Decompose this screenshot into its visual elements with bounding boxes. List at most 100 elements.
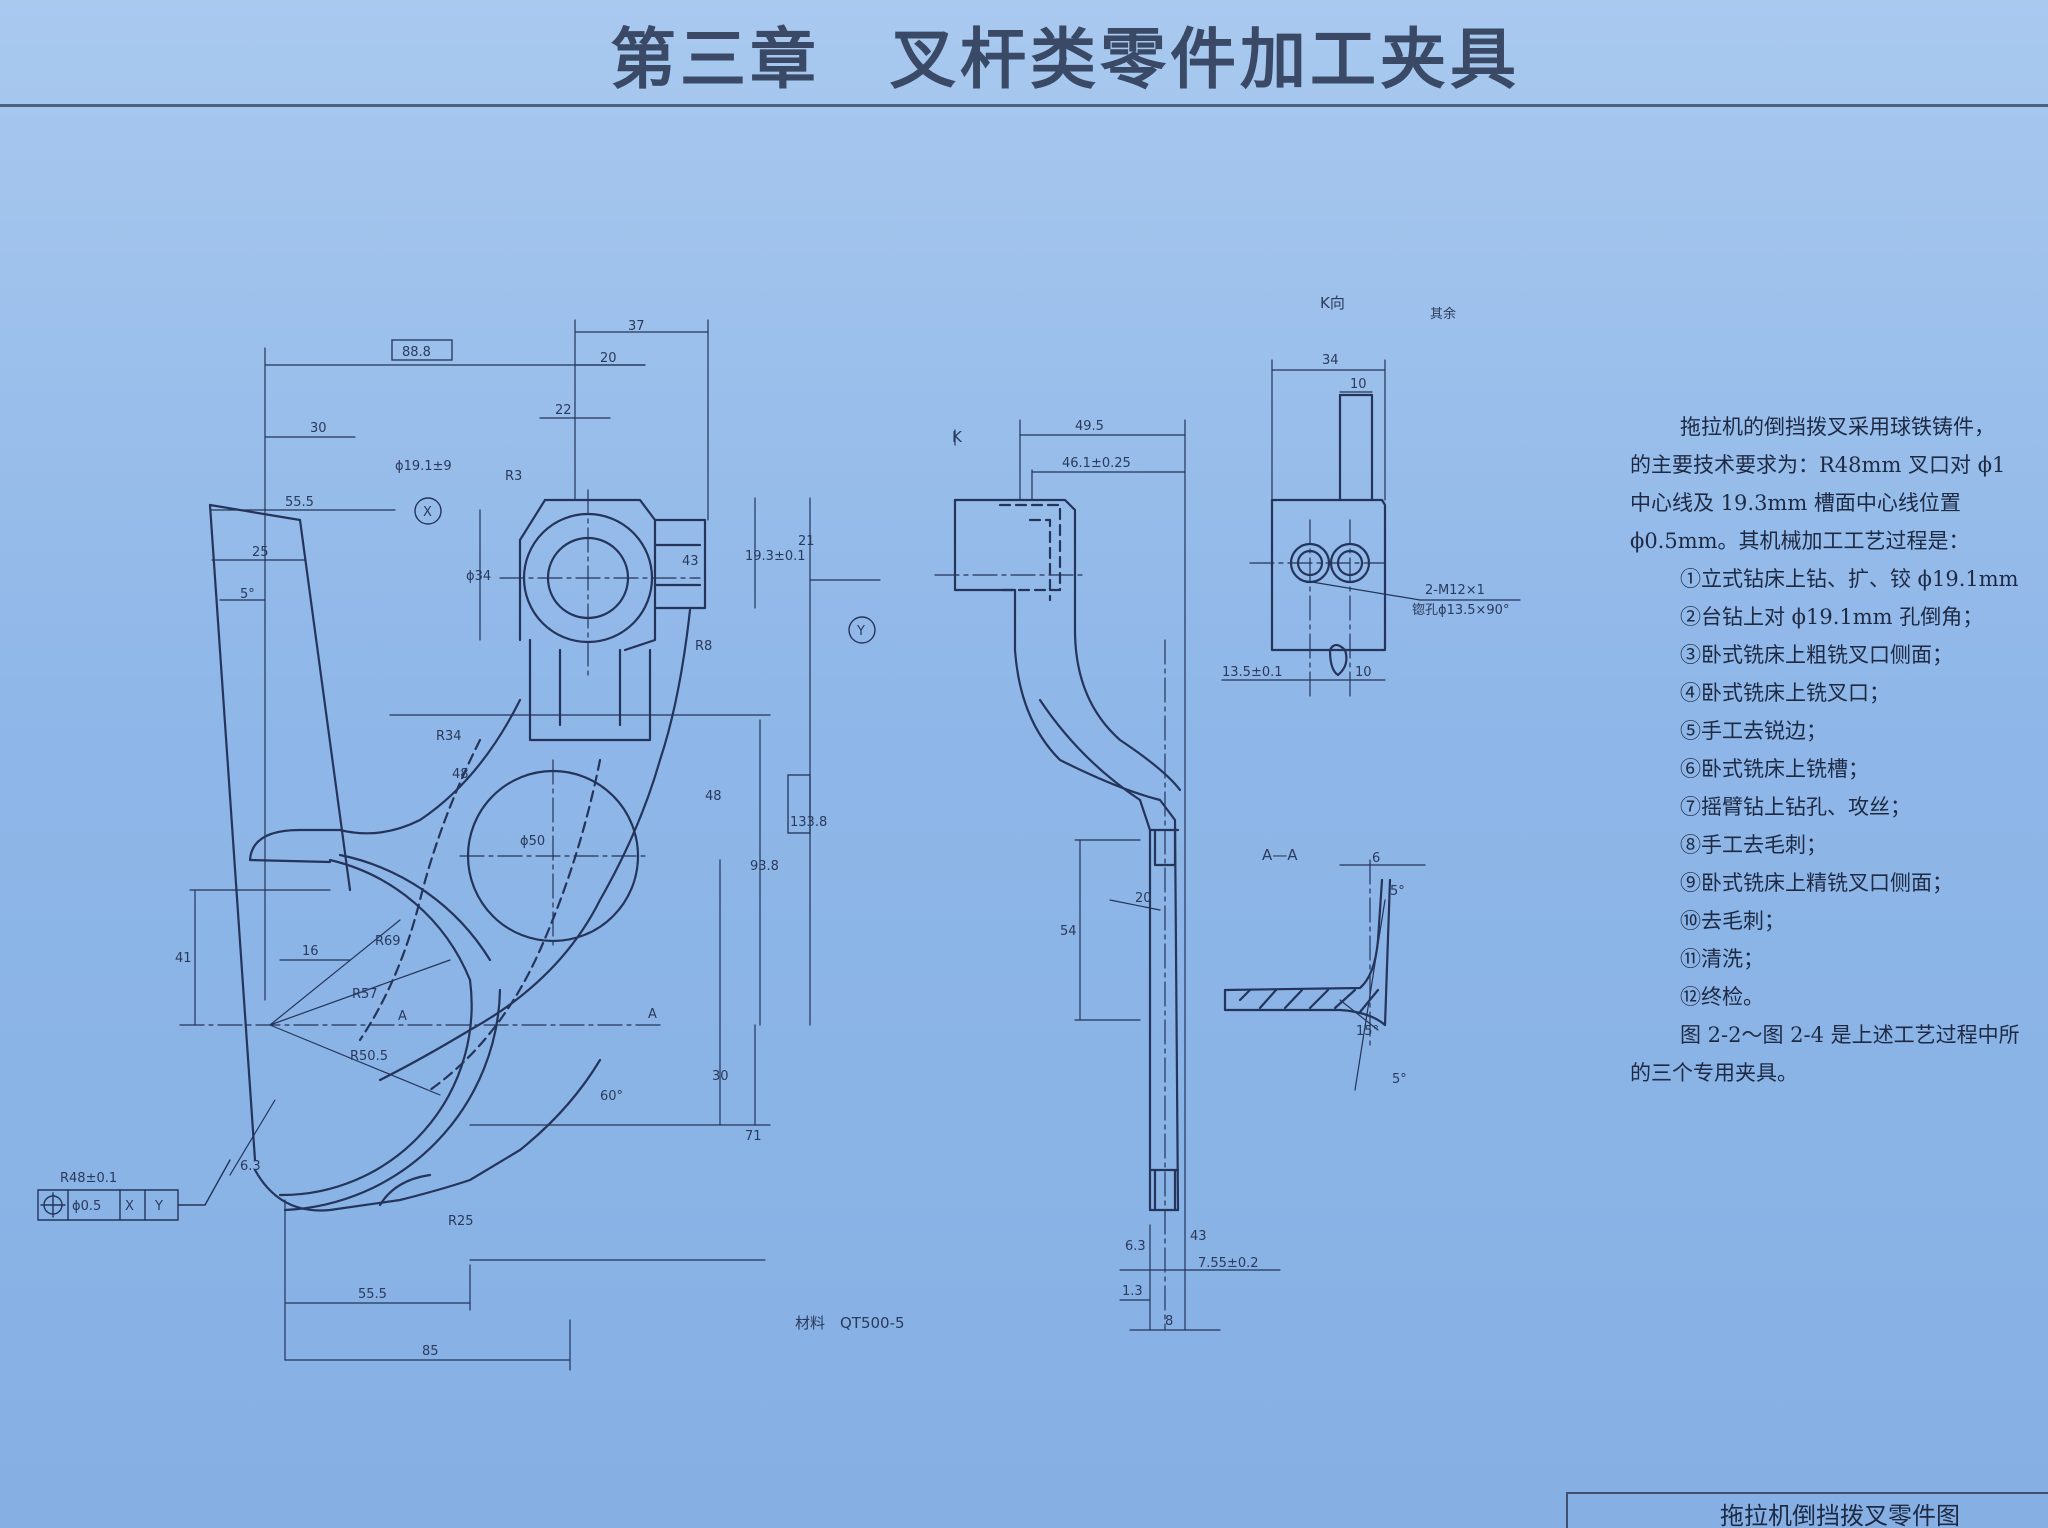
dim-text: R34 bbox=[436, 729, 462, 744]
dim-text: 49.5 bbox=[1075, 419, 1104, 434]
k-view-outline bbox=[1270, 393, 1387, 677]
datum-ref-y: Y bbox=[154, 1199, 163, 1214]
main-view-outline bbox=[208, 498, 707, 1212]
section-mark-a: A bbox=[648, 1007, 657, 1022]
section-mark-a: A bbox=[398, 1009, 407, 1024]
dim-text: 71 bbox=[745, 1129, 762, 1144]
dim-text: 10 bbox=[1355, 665, 1372, 680]
dim-text: 5° bbox=[240, 587, 255, 602]
dim-text: R57 bbox=[352, 987, 378, 1002]
dim-text: 30 bbox=[712, 1069, 729, 1084]
dim-text: 13.5±0.1 bbox=[1222, 665, 1283, 680]
dim-text: 34 bbox=[1322, 353, 1339, 368]
dim-text: ϕ34 bbox=[466, 569, 491, 584]
caption-frame bbox=[1566, 1492, 2048, 1528]
intro-line: ϕ0.5mm。其机械加工工艺过程是： bbox=[1630, 529, 1970, 553]
section-aa-label: A—A bbox=[1262, 846, 1298, 864]
main-dimension-lines bbox=[189, 319, 881, 1371]
figure-caption: 拖拉机倒挡拨叉零件图 bbox=[1720, 1502, 1960, 1528]
dim-text: 20 bbox=[1135, 891, 1152, 906]
k-arrow-label: K bbox=[952, 428, 963, 446]
feature-control-frame bbox=[37, 1159, 231, 1221]
dim-text: 6.3 bbox=[1125, 1239, 1146, 1254]
dim-text: 46.1±0.25 bbox=[1062, 456, 1131, 471]
main-centre-lines bbox=[179, 489, 701, 1026]
dim-text: R3 bbox=[505, 469, 522, 484]
dim-text: 41 bbox=[175, 951, 192, 966]
section-labels: A—A 6 5° 15° 5° bbox=[1262, 846, 1407, 1087]
surface-note: 其余 bbox=[1430, 306, 1456, 322]
datum-y-circle bbox=[848, 616, 876, 644]
dim-text: 93.8 bbox=[750, 859, 779, 874]
dim-text: 6.3 bbox=[240, 1159, 261, 1174]
dim-text: 21 bbox=[798, 534, 815, 549]
dim-text: 55.5 bbox=[358, 1287, 387, 1302]
process-step: ⑥卧式铣床上铣槽； bbox=[1680, 757, 1869, 781]
process-step: ①立式钻床上钻、扩、铰 ϕ19.1mm bbox=[1680, 567, 2019, 591]
dim-text: 43 bbox=[682, 554, 699, 569]
dim-text: 5° bbox=[1390, 884, 1405, 899]
main-dimension-labels: 88.8 37 20 22 30 55.5 25 5° ϕ19.1±9 X ϕ3… bbox=[60, 319, 865, 1359]
dim-text: R8 bbox=[695, 639, 712, 654]
process-step: ⑨卧式铣床上精铣叉口侧面； bbox=[1680, 871, 1953, 895]
intro-line: 中心线及 19.3mm 槽面中心线位置 bbox=[1630, 491, 1961, 515]
process-step: ⑧手工去毛刺； bbox=[1680, 833, 1827, 857]
tolerance-value: ϕ0.5 bbox=[72, 1199, 101, 1214]
dim-text: 37 bbox=[628, 319, 645, 334]
dim-text: 6 bbox=[1372, 851, 1380, 866]
dim-text: 19.3±0.1 bbox=[745, 549, 806, 564]
process-description: 拖拉机的倒挡拨叉采用球铁铸件， 的主要技术要求为：R48mm 叉口对 ϕ1 中心… bbox=[1630, 408, 2048, 1092]
process-step: ②台钻上对 ϕ19.1mm 孔倒角； bbox=[1680, 605, 1984, 629]
outro-line: 的三个专用夹具。 bbox=[1630, 1061, 1798, 1085]
datum-x-label: X bbox=[423, 505, 432, 520]
process-step: ⑩去毛刺； bbox=[1680, 909, 1785, 933]
dim-text: 1.3 bbox=[1122, 1284, 1143, 1299]
side-dimension-lines bbox=[934, 419, 1281, 1331]
intro-line: 的主要技术要求为：R48mm 叉口对 ϕ1 bbox=[1630, 453, 2006, 477]
dim-text: 7.55±0.2 bbox=[1198, 1256, 1259, 1271]
tolerance-label: R48±0.1 bbox=[60, 1171, 117, 1186]
dim-text: 10 bbox=[1350, 377, 1367, 392]
section-dimension-lines bbox=[1339, 859, 1426, 1091]
dim-text: R25 bbox=[448, 1214, 474, 1229]
outro-line: 图 2-2～图 2-4 是上述工艺过程中所 bbox=[1680, 1023, 2020, 1047]
dim-text: 25 bbox=[252, 545, 269, 560]
side-view-outline bbox=[953, 498, 1182, 1212]
process-step: ⑦摇臂钻上钻孔、攻丝； bbox=[1680, 795, 1911, 819]
side-dimension-labels: K向 其余 K 49.5 46.1±0.25 20 54 6.3 43 7.55… bbox=[952, 294, 1456, 1329]
dim-text: 60° bbox=[600, 1089, 623, 1104]
datum-ref-x: X bbox=[125, 1199, 134, 1214]
process-step: ⑪清洗； bbox=[1680, 947, 1764, 971]
dim-text: ϕ19.1±9 bbox=[395, 459, 452, 474]
dim-text: R69 bbox=[375, 934, 401, 949]
datum-x-circle bbox=[414, 497, 442, 525]
material-label: 材料 QT500-5 bbox=[795, 1314, 905, 1332]
dim-text: R50.5 bbox=[350, 1049, 388, 1064]
section-aa-outline bbox=[1223, 878, 1392, 1027]
dim-text: 133.8 bbox=[790, 815, 827, 830]
dim-text: 15° bbox=[1356, 1024, 1379, 1039]
page-title: 第三章 叉杆类零件加工夹具 bbox=[610, 20, 1520, 98]
dim-text: 88.8 bbox=[402, 345, 431, 360]
counterbore-callout: 锪孔ϕ13.5×90° bbox=[1412, 602, 1509, 618]
title-rule bbox=[0, 104, 2048, 107]
thread-callout: 2-M12×1 bbox=[1425, 583, 1485, 598]
dim-text: 5° bbox=[1392, 1072, 1407, 1087]
dim-text: 54 bbox=[1060, 924, 1077, 939]
dim-text: 43 bbox=[1190, 1229, 1207, 1244]
process-step: ③卧式铣床上粗铣叉口侧面； bbox=[1680, 643, 1953, 667]
dim-text: 20 bbox=[600, 351, 617, 366]
dim-text: ϕ50 bbox=[520, 834, 545, 849]
dim-text: 16 bbox=[302, 944, 319, 959]
dim-text: 30 bbox=[310, 421, 327, 436]
process-step: ④卧式铣床上铣叉口； bbox=[1680, 681, 1890, 705]
k-view-label: K向 bbox=[1320, 294, 1345, 312]
dim-text: 48 bbox=[452, 767, 469, 782]
intro-line: 拖拉机的倒挡拨叉采用球铁铸件， bbox=[1680, 415, 1995, 439]
dim-text: 55.5 bbox=[285, 495, 314, 510]
dim-text: 22 bbox=[555, 403, 572, 418]
k-view-labels: 34 10 2-M12×1 锪孔ϕ13.5×90° 13.5±0.1 10 bbox=[1222, 353, 1509, 680]
datum-y-label: Y bbox=[856, 624, 865, 639]
